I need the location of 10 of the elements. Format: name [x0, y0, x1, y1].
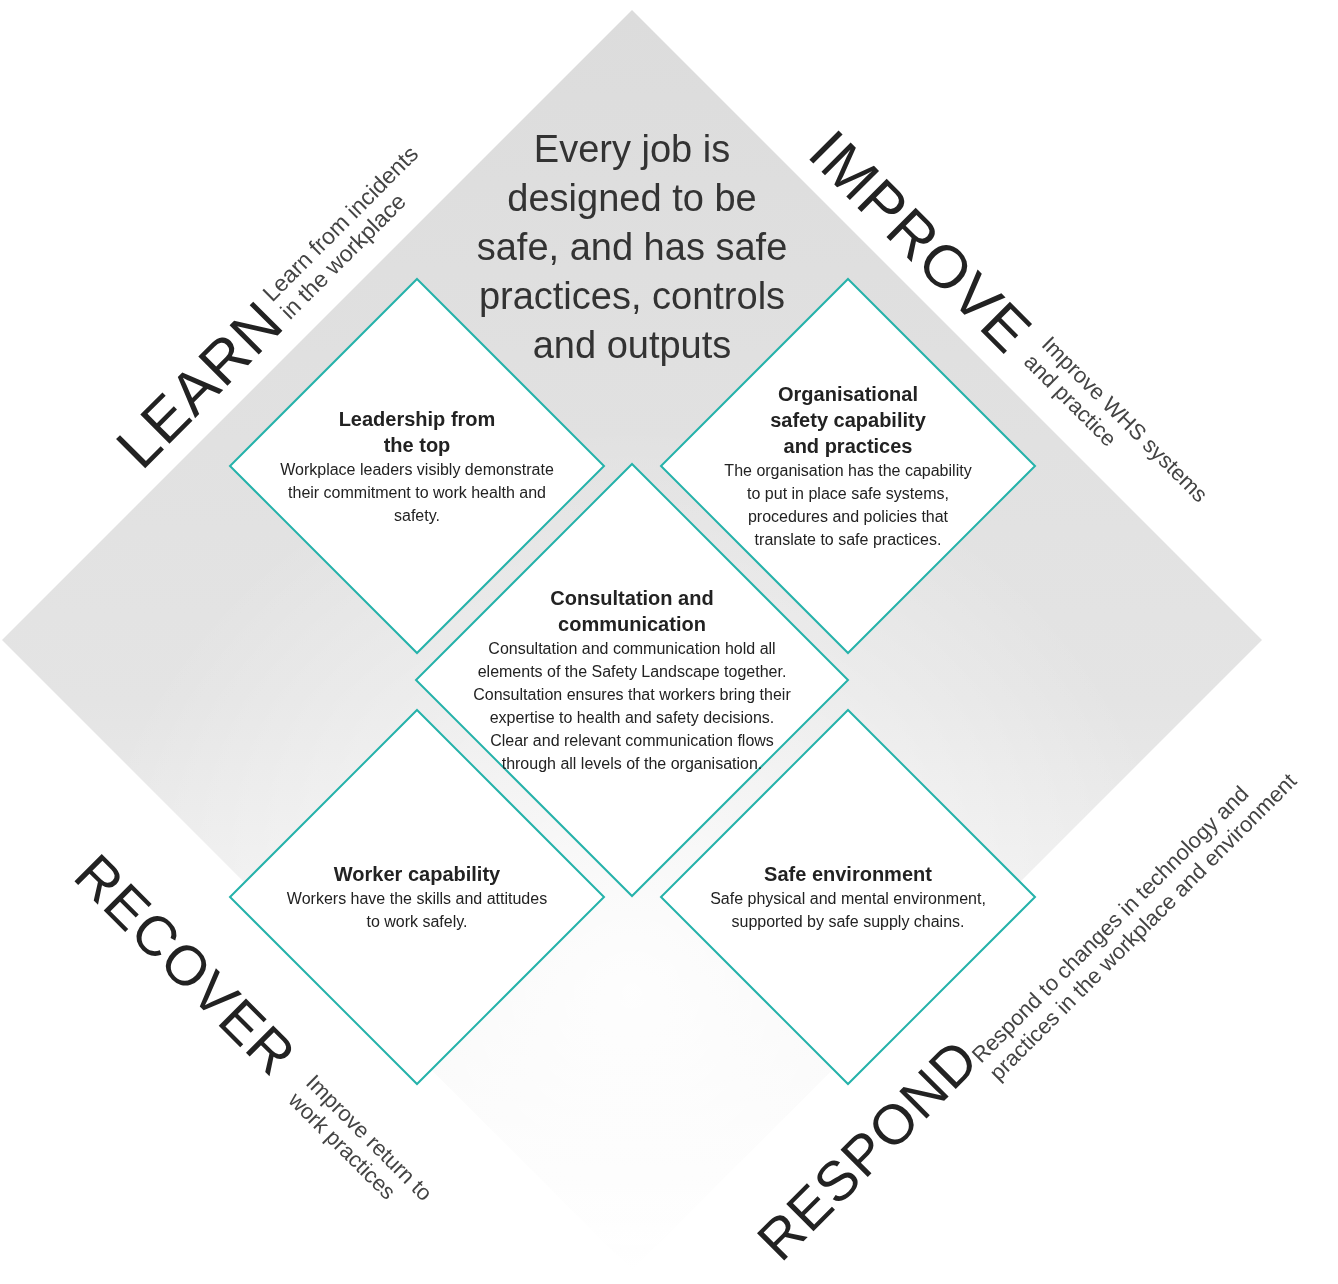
element-heading: Safe environment: [763, 862, 933, 887]
element-heading: Organisational safety capability and practices: [769, 382, 927, 459]
element-description: Workplace leaders visibly demonstrate their commitment to work health and safety.: [280, 460, 555, 526]
element-description: Safe physical and mental environment, supported by safe supply chains.: [709, 889, 987, 932]
element-heading: Leadership from the top: [337, 406, 497, 458]
element-heading: Worker capability: [332, 862, 502, 887]
element-description: The organisation has the capability to put in place safe systems, procedures and policies that translate to safe practices.: [723, 461, 973, 550]
vision-statement: Every job is designed to be safe, and has safe practices, controls and outputs: [475, 127, 789, 368]
element-heading: Consultation and communication: [549, 586, 715, 637]
element-description: Consultation and communication hold all elements of the Safety Landscape together. Consultation ensures that workers bring their expertise to health and safety decisions. Clear and relevant communication flows through all levels of the organisation.: [473, 639, 791, 774]
